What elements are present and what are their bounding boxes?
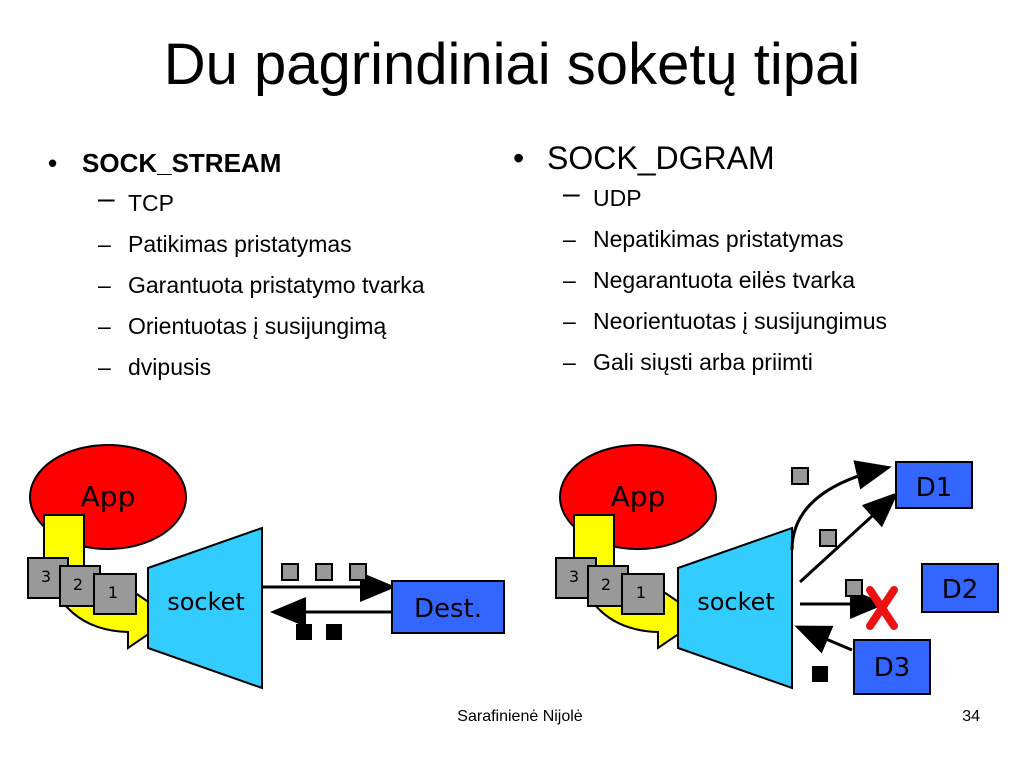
bullet-dot-icon: •	[48, 148, 58, 178]
dash-icon: –	[563, 267, 576, 293]
dash-icon: –	[563, 177, 580, 210]
sock-dgram-column: • SOCK_DGRAM –UDP –Nepatikimas pristatym…	[513, 138, 983, 389]
sock-dgram-item-unreliable: –Nepatikimas pristatymas	[513, 225, 983, 253]
datagram-packet	[845, 579, 863, 597]
dash-icon: –	[98, 354, 111, 380]
footer-author: Sarafinienė Nijolė	[457, 708, 583, 725]
slide-title: Du pagrindiniai soketų tipai	[163, 32, 861, 97]
sock-stream-item-connection: –Orientuotas į susijungimą	[48, 312, 468, 340]
dash-icon: –	[98, 231, 111, 257]
sock-stream-heading: • SOCK_STREAM	[48, 143, 468, 183]
sock-dgram-heading-text: SOCK_DGRAM	[547, 140, 775, 176]
sock-stream-sublist: –TCP –Patikimas pristatymas –Garantuota …	[48, 184, 468, 381]
d3-box	[853, 639, 931, 695]
sent-packet	[349, 563, 367, 581]
send-to-d1-diagonal-arrow	[798, 491, 899, 584]
packet-1	[621, 573, 665, 615]
packet-3-label: 3	[41, 567, 51, 586]
sock-stream-column: • SOCK_STREAM –TCP –Patikimas pristatyma…	[48, 143, 468, 394]
dest-label: Dest.	[414, 594, 482, 624]
sock-stream-sublist-wrap: –TCP –Patikimas pristatymas –Garantuota …	[48, 184, 468, 381]
sock-dgram-item-udp: –UDP	[513, 179, 983, 212]
app-label: App	[81, 480, 136, 513]
page-number: 34	[962, 708, 980, 725]
datagram-packet	[791, 467, 809, 485]
d2-label: D2	[942, 575, 979, 605]
packet-1-label: 1	[108, 583, 118, 602]
sub-item-text: Neorientuotas į susijungimus	[593, 308, 888, 334]
dgram-socket-diagram: App socket 3 2 1 D1 D2 D3	[555, 444, 999, 695]
packet-1-label: 1	[636, 583, 646, 602]
packet-2-label: 2	[73, 575, 83, 594]
sub-item-text: Negarantuota eilės tvarka	[593, 267, 856, 293]
sock-dgram-sublist-wrap: –UDP –Nepatikimas pristatymas –Negarantu…	[513, 179, 983, 376]
bullet-dot-icon: •	[513, 140, 525, 176]
sub-item-text: Garantuota pristatymo tvarka	[128, 272, 425, 298]
sock-dgram-item-order: –Negarantuota eilės tvarka	[513, 266, 983, 294]
sent-packet	[281, 563, 299, 581]
sub-item-text: dvipusis	[128, 354, 212, 380]
d1-box	[895, 461, 973, 509]
sent-packet	[315, 563, 333, 581]
send-to-d1-arrow	[790, 460, 892, 551]
packet-1	[93, 573, 137, 615]
socket-label: socket	[167, 588, 245, 616]
dash-icon: –	[563, 226, 576, 252]
datagram-packet	[819, 529, 837, 547]
dash-icon: –	[98, 272, 111, 298]
sub-item-text: UDP	[593, 185, 642, 211]
sub-item-text: Patikimas pristatymas	[128, 231, 352, 257]
received-datagram	[812, 666, 828, 682]
lost-packet-x-icon	[866, 586, 898, 630]
receive-from-d3-arrow	[794, 625, 853, 654]
sub-item-text: TCP	[128, 190, 174, 216]
sock-stream-item-tcp: –TCP	[48, 184, 468, 217]
sub-item-text: Nepatikimas pristatymas	[593, 226, 844, 252]
packet-3-label: 3	[569, 567, 579, 586]
sub-item-text: Orientuotas į susijungimą	[128, 313, 387, 339]
received-packet	[326, 624, 342, 640]
dash-icon: –	[98, 313, 111, 339]
dest-box	[391, 580, 505, 634]
sock-stream-item-bidirectional: –dvipusis	[48, 353, 468, 381]
dash-icon: –	[563, 349, 576, 375]
sock-stream-item-order: –Garantuota pristatymo tvarka	[48, 271, 468, 299]
stream-socket-diagram: App socket 3 2 1 Dest.	[27, 444, 505, 690]
d3-label: D3	[874, 653, 911, 683]
socket-trapezoid	[147, 526, 263, 690]
packet-2-label: 2	[601, 575, 611, 594]
app-label: App	[611, 480, 666, 513]
socket-trapezoid	[677, 526, 793, 690]
d1-label: D1	[916, 473, 953, 503]
socket-label: socket	[697, 588, 775, 616]
dash-icon: –	[98, 182, 115, 215]
d2-box	[921, 563, 999, 613]
sock-stream-heading-text: SOCK_STREAM	[82, 148, 282, 178]
sock-dgram-item-connectionless: –Neorientuotas į susijungimus	[513, 307, 983, 335]
sock-dgram-item-send-receive: –Gali siųsti arba priimti	[513, 348, 983, 376]
sock-dgram-sublist: –UDP –Nepatikimas pristatymas –Negarantu…	[513, 179, 983, 376]
dash-icon: –	[563, 308, 576, 334]
sock-stream-item-reliable: –Patikimas pristatymas	[48, 230, 468, 258]
sock-dgram-heading: • SOCK_DGRAM	[513, 138, 983, 178]
sub-item-text: Gali siųsti arba priimti	[593, 349, 813, 375]
received-packet	[296, 624, 312, 640]
